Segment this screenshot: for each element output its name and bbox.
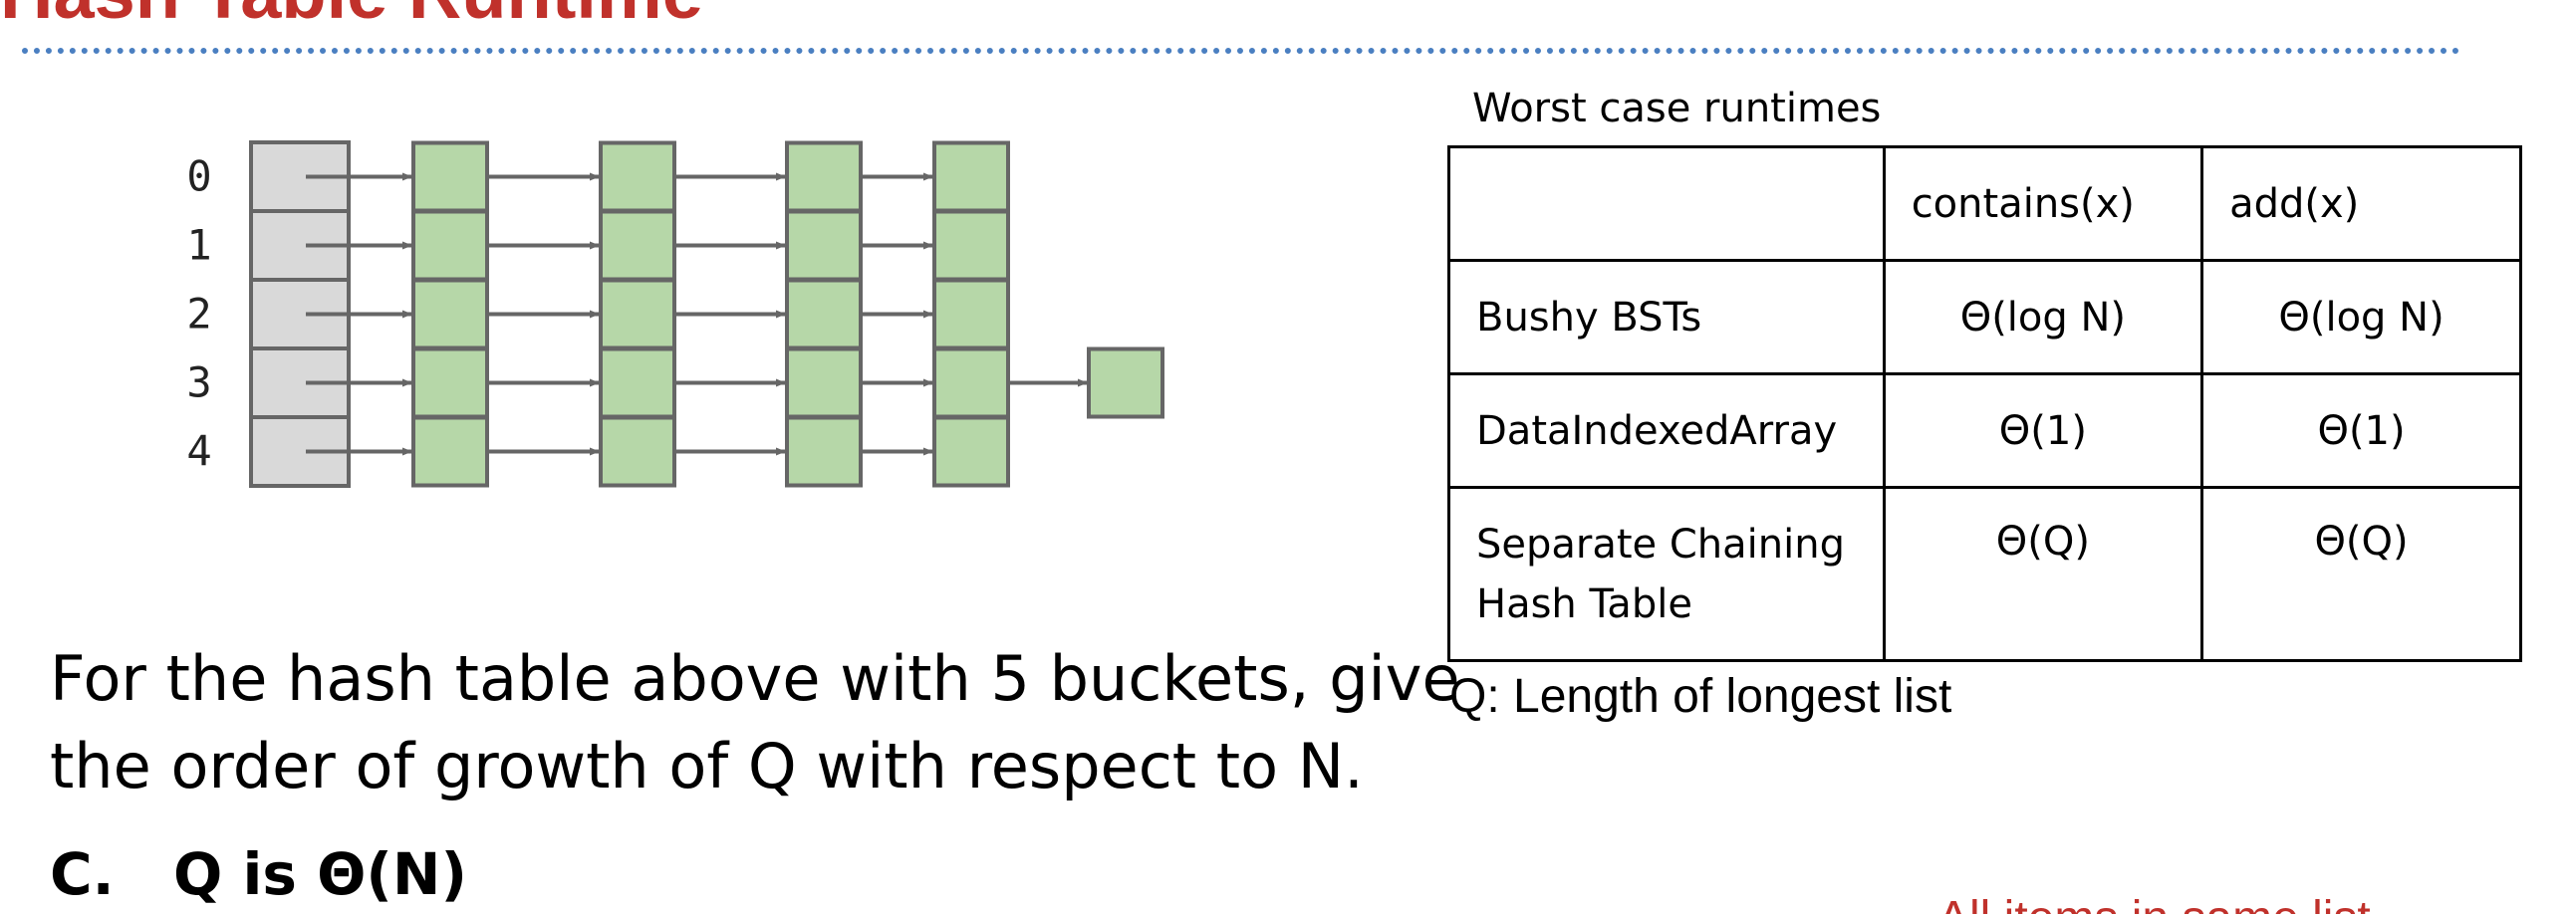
cell-contains-runtime: Θ(1) [1882, 372, 2204, 489]
row-name-separate-chaining: Separate Chaining Hash Table [1447, 486, 1886, 662]
chain-node [785, 209, 863, 282]
chain-node [785, 140, 863, 213]
chain-node [932, 140, 1010, 213]
chain-node [932, 278, 1010, 350]
row-name-data-indexed-array: DataIndexedArray [1447, 372, 1886, 489]
table-caption: Worst case runtimes [1472, 86, 1882, 131]
chain-node [785, 278, 863, 350]
bucket-index-label: 2 [186, 290, 211, 339]
answer-text: C. Q is Θ(N) [50, 834, 467, 914]
chain-node [1087, 346, 1164, 419]
table-row: DataIndexedArray Θ(1) Θ(1) [1447, 372, 2522, 489]
bucket-index-label: 0 [186, 152, 211, 201]
runtime-table: contains(x) add(x) Bushy BSTs Θ(log N) Θ… [1447, 145, 2522, 662]
column-header-contains: contains(x) [1882, 145, 2204, 262]
cell-add-runtime: Θ(1) [2200, 372, 2522, 489]
question-line-1: For the hash table above with 5 buckets,… [50, 642, 1460, 715]
chain-node [411, 209, 489, 282]
chain-node [599, 346, 676, 419]
cell-add-runtime: Θ(log N) [2200, 259, 2522, 375]
slide-title: Hash Table Runtime [0, 0, 703, 38]
cell-contains-runtime: Θ(Q) [1882, 486, 2204, 662]
chain-node [411, 415, 489, 488]
chain-node [599, 415, 676, 488]
chain-node [411, 278, 489, 350]
chain-node [932, 209, 1010, 282]
row-name-bushy-bsts: Bushy BSTs [1447, 259, 1886, 375]
table-row: Bushy BSTs Θ(log N) Θ(log N) [1447, 259, 2522, 375]
bucket-index-label: 3 [186, 358, 211, 407]
answer-statement: Q is Θ(N) [173, 840, 467, 908]
corner-note: All items in same list [1937, 889, 2371, 914]
cell-contains-runtime: Θ(log N) [1882, 259, 2204, 375]
row-name-line-2: Hash Table [1476, 580, 1692, 627]
question-text: For the hash table above with 5 buckets,… [50, 635, 1460, 810]
table-footnote: Q: Length of longest list [1449, 670, 1952, 723]
chain-node [932, 415, 1010, 488]
table-row: Separate Chaining Hash Table Θ(Q) Θ(Q) [1447, 486, 2522, 662]
table-header-row: contains(x) add(x) [1447, 145, 2522, 262]
chain-node [932, 346, 1010, 419]
hash-table-diagram: 0 1 2 3 4 [186, 140, 1164, 488]
row-name-line-1: Separate Chaining [1476, 521, 1845, 568]
chain-node [785, 415, 863, 488]
chain-node [599, 209, 676, 282]
column-header-empty [1447, 145, 1886, 262]
title-divider [22, 48, 2460, 54]
chain-node [785, 346, 863, 419]
chain-node [411, 346, 489, 419]
cell-add-runtime: Θ(Q) [2200, 486, 2522, 662]
chain-node [411, 140, 489, 213]
bucket-index-label: 4 [186, 427, 211, 476]
bucket-index-label: 1 [186, 221, 211, 270]
question-line-2: the order of growth of Q with respect to… [50, 730, 1364, 802]
chain-node [599, 278, 676, 350]
answer-letter: C. [50, 840, 115, 908]
chain-node [599, 140, 676, 213]
column-header-add: add(x) [2200, 145, 2522, 262]
